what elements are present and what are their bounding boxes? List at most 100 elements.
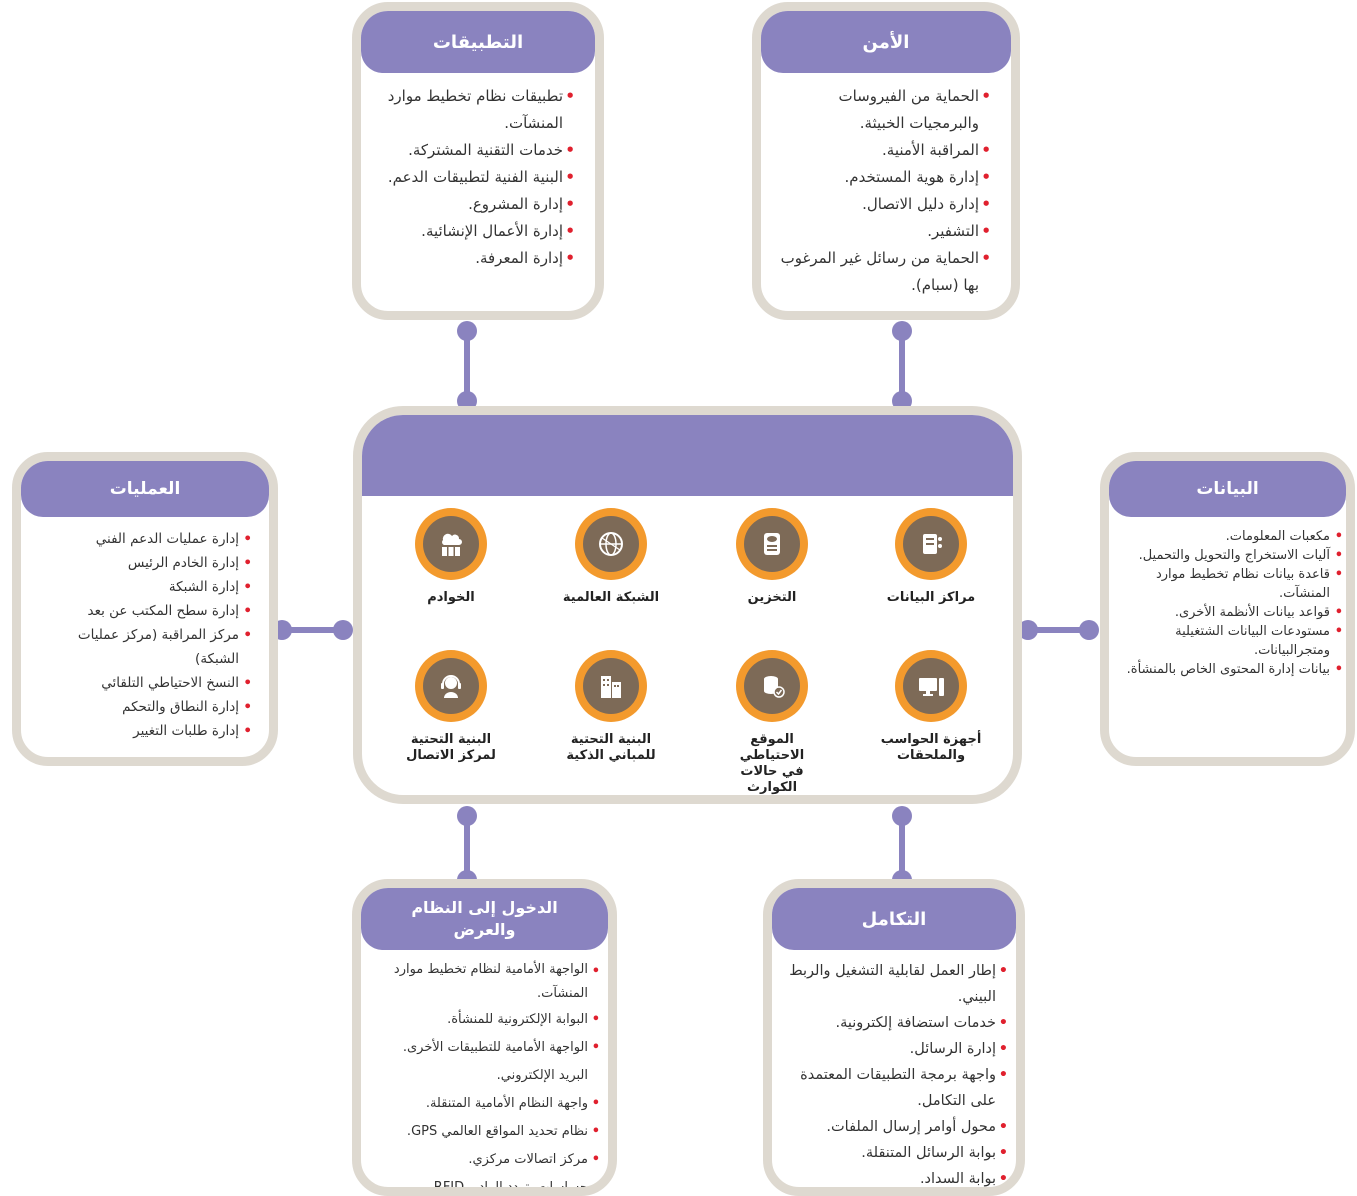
feature-data-centers: مراكز البيانات: [856, 508, 1006, 606]
bullet-icon: •: [243, 555, 252, 571]
list-item: •إدارة الأعمال الإنشائية.: [373, 218, 575, 245]
list-item: •واجهة برمجة التطبيقات المعتمدة على التك…: [780, 1062, 1008, 1114]
list-item: •إدارة طلبات التغيير: [31, 719, 252, 743]
feature-smart-buildings: البنية التحتية للمباني الذكية: [536, 650, 686, 764]
integration-list: •إطار العمل لقابلية التشغيل والربط البين…: [772, 950, 1016, 1187]
feature-label: البنية التحتية للمباني الذكية: [566, 732, 656, 763]
security-list: •الحماية من الفيروسات والبرمجيات الخبيثة…: [761, 73, 1011, 299]
applications-card: التطبيقات •تطبيقات نظام تخطيط موارد المن…: [352, 2, 604, 320]
bullet-icon: •: [998, 1041, 1008, 1057]
data-card-title: البيانات: [1109, 461, 1346, 517]
center-card: مراكز البيانات التخزين الشبكة العالمية ا…: [353, 406, 1022, 804]
security-card: الأمن •الحماية من الفيروسات والبرمجيات ا…: [752, 2, 1020, 320]
bullet-icon: •: [998, 1119, 1008, 1135]
storage-icon: [736, 508, 808, 580]
applications-card-title: التطبيقات: [361, 11, 595, 73]
bullet-icon: •: [981, 222, 991, 240]
list-item: •بيانات إدارة المحتوى الخاص بالمنشأة.: [1126, 662, 1343, 677]
feature-label: الشبكة العالمية: [562, 590, 660, 605]
cloud-servers-icon: [415, 508, 487, 580]
list-item: •تطبيقات نظام تخطيط موارد المنشآت.: [373, 83, 575, 137]
list-item: •إدارة الرسائل.: [780, 1036, 1008, 1062]
list-item: •واجهة النظام الأمامية المتنقلة.: [369, 1090, 600, 1118]
list-item: •مركز المراقبة (مركز عمليات الشبكة): [31, 623, 252, 671]
connector-line-top-right: [899, 331, 905, 403]
list-item: البريد الإلكتروني.: [496, 1068, 588, 1083]
bullet-icon: •: [1334, 605, 1343, 620]
connector-dot-right-outer: [1079, 620, 1099, 640]
list-item: •آليات الاستخراج والتحويل والتحميل.: [1138, 548, 1343, 563]
bullet-icon: •: [565, 222, 575, 240]
list-item: •مستودعات البيانات الشتغيلية ومتجرالبيان…: [1175, 624, 1343, 658]
list-item: •مركز اتصالات مركزي.: [369, 1146, 600, 1174]
bullet-icon: •: [565, 168, 575, 186]
list-item: •الحماية من الفيروسات والبرمجيات الخبيثة…: [773, 83, 991, 137]
computer-icon: [895, 650, 967, 722]
connector-line-bottom-right: [899, 816, 905, 880]
connector-line-top-left: [464, 331, 470, 403]
bullet-icon: •: [243, 699, 252, 715]
list-item: •إدارة المشروع.: [373, 191, 575, 218]
bullet-icon: •: [243, 675, 252, 691]
bullet-icon: •: [591, 1096, 600, 1111]
bullet-icon: •: [981, 249, 991, 267]
bullet-icon: •: [1334, 624, 1343, 639]
feature-call-center: البنية التحتية لمركز الاتصال: [376, 650, 526, 764]
access-list: •الواجهة الأمامية لنظام تخطيط موارد المن…: [361, 950, 608, 1187]
list-item: •خدمات التقنية المشتركة.: [373, 137, 575, 164]
list-item: •إدارة دليل الاتصال.: [773, 191, 991, 218]
list-item: •خدمات استضافة إلكترونية.: [780, 1010, 1008, 1036]
list-item: •البنية الفنية لتطبيقات الدعم.: [373, 164, 575, 191]
bullet-icon: •: [591, 1152, 600, 1167]
bullet-icon: •: [981, 195, 991, 213]
list-item: •الواجهة الأمامية للتطبيقات الأخرى.: [369, 1034, 600, 1062]
bullet-icon: •: [998, 1015, 1008, 1031]
operations-list: •إدارة عمليات الدعم الفني •إدارة الخادم …: [21, 517, 269, 743]
feature-label: التخزين: [747, 590, 797, 605]
bullet-icon: •: [243, 579, 252, 595]
bullet-icon: •: [1334, 529, 1343, 544]
bullet-icon: •: [591, 1012, 600, 1027]
integration-card-title: التكامل: [772, 888, 1016, 950]
connector-line-left: [282, 627, 342, 633]
connector-line-right: [1028, 627, 1088, 633]
list-item: •نظام تحديد المواقع العالمي GPS.: [369, 1118, 600, 1146]
globe-network-icon: [575, 508, 647, 580]
feature-global-network: الشبكة العالمية: [536, 508, 686, 606]
bullet-icon: •: [565, 87, 575, 105]
bullet-icon: •: [998, 1067, 1008, 1083]
call-center-icon: [415, 650, 487, 722]
bullet-icon: •: [565, 195, 575, 213]
list-item: •الحماية من رسائل غير المرغوب بها (سبام)…: [773, 245, 991, 299]
bullet-icon: •: [243, 531, 252, 547]
feature-computers: أجهزة الحواسب والملحقات: [856, 650, 1006, 764]
feature-storage: التخزين: [697, 508, 847, 606]
bullet-icon: •: [591, 964, 600, 979]
list-item: •محول أوامر إرسال الملفات.: [780, 1114, 1008, 1140]
feature-label: الموقع الاحتياطي في حالات الكوارث: [739, 732, 805, 795]
operations-card-title: العمليات: [21, 461, 269, 517]
list-item: •إدارة النطاق والتحكم: [31, 695, 252, 719]
bullet-icon: •: [243, 723, 252, 739]
bullet-icon: •: [998, 1145, 1008, 1161]
data-center-icon: [895, 508, 967, 580]
feature-label: مراكز البيانات: [886, 590, 976, 605]
operations-card: العمليات •إدارة عمليات الدعم الفني •إدار…: [12, 452, 278, 766]
list-item: •المراقبة الأمنية.: [773, 137, 991, 164]
access-card: الدخول إلى النظام والعرض •الواجهة الأمام…: [352, 879, 617, 1196]
list-item: •إدارة هوية المستخدم.: [773, 164, 991, 191]
bullet-icon: •: [591, 1180, 600, 1195]
list-item: •إطار العمل لقابلية التشغيل والربط البين…: [780, 958, 1008, 1010]
feature-label: أجهزة الحواسب والملحقات: [880, 732, 982, 763]
center-card-header: [362, 415, 1013, 496]
bullet-icon: •: [565, 249, 575, 267]
list-item: •إدارة سطح المكتب عن بعد: [31, 599, 252, 623]
backup-database-icon: [736, 650, 808, 722]
list-item: •حساسات بتردد الراديو RFID.: [369, 1174, 600, 1187]
bullet-icon: •: [243, 627, 252, 643]
list-item: •إدارة الشبكة: [31, 575, 252, 599]
security-card-title: الأمن: [761, 11, 1011, 73]
bullet-icon: •: [591, 1124, 600, 1139]
list-item: •إدارة الخادم الرئيس: [31, 551, 252, 575]
list-item: •بوابة السداد.: [780, 1166, 1008, 1187]
